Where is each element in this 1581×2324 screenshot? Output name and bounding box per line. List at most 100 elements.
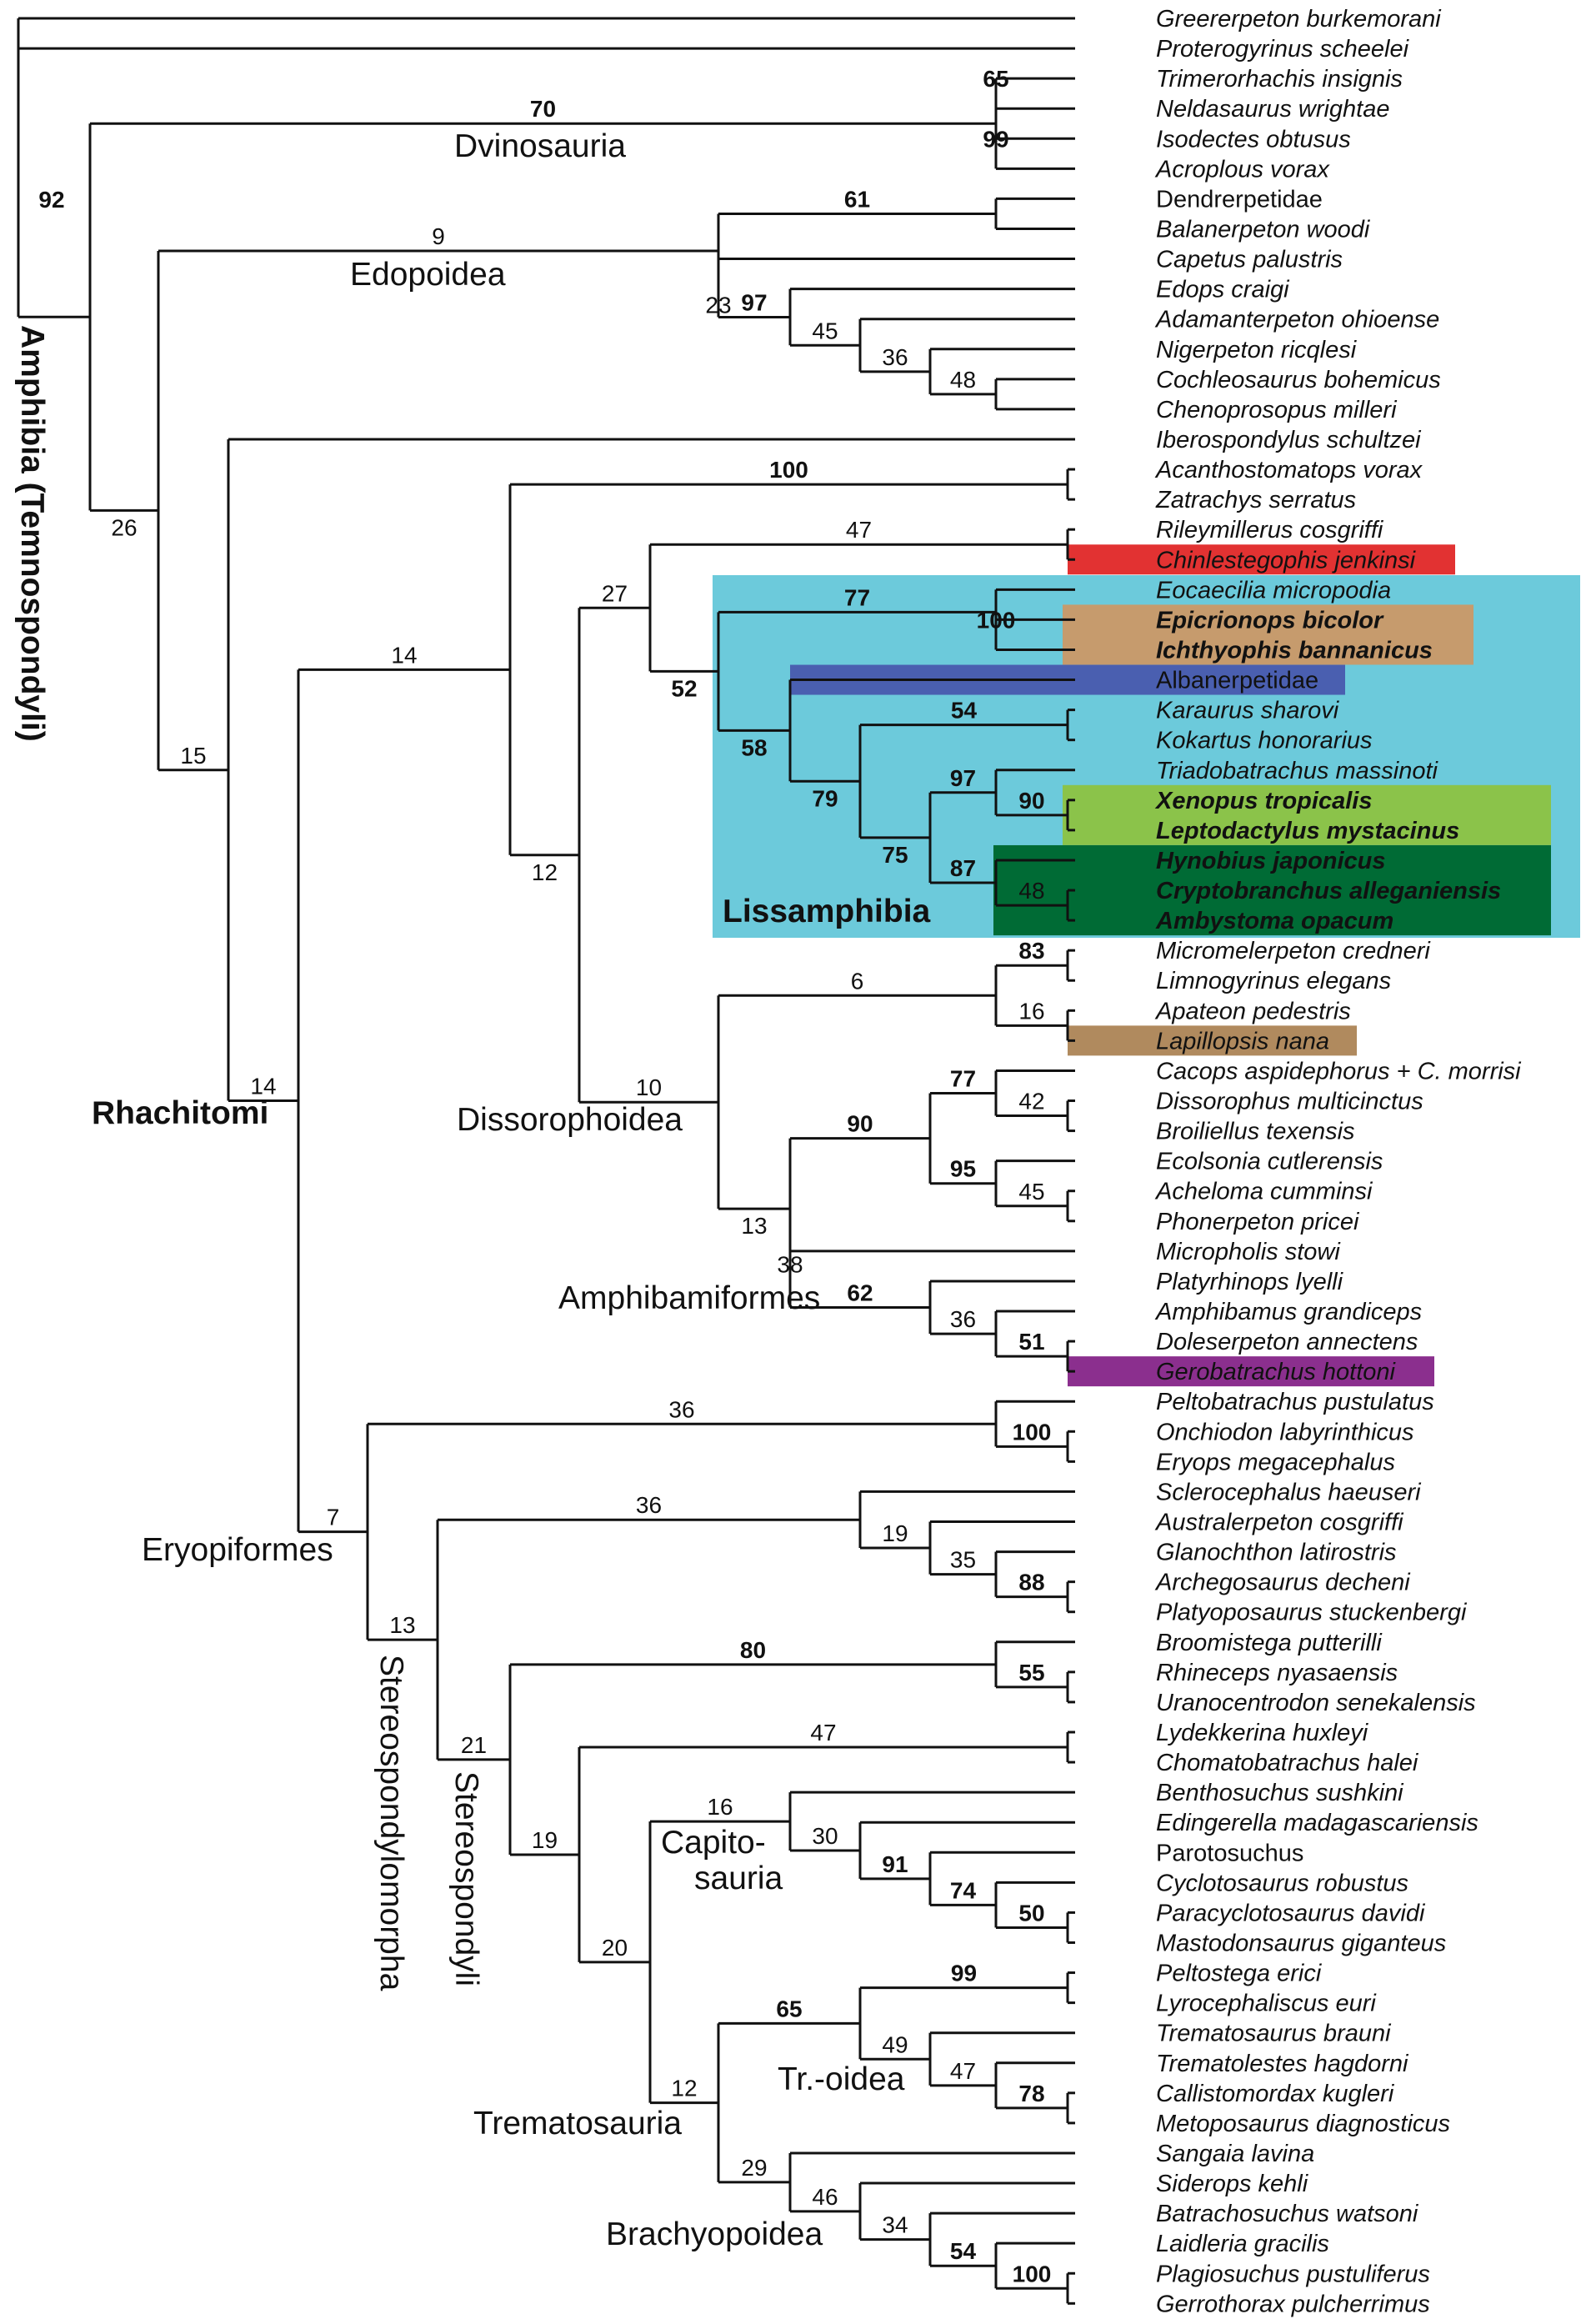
taxon-label: Karaurus sharovi <box>1156 698 1340 724</box>
stereospondyli-label: Stereospondyli <box>448 1771 484 1986</box>
taxon-label: Lyrocephaliscus euri <box>1156 1991 1377 2017</box>
taxon-label: Amphibamus grandiceps <box>1154 1299 1422 1325</box>
taxon-label: Chomatobatrachus halei <box>1156 1750 1419 1776</box>
taxon-label: Chinlestegophis jenkinsi <box>1156 547 1417 573</box>
taxon-label: Triadobatrachus massinoti <box>1156 758 1439 784</box>
support-value: 79 <box>812 785 838 811</box>
support-value: 46 <box>812 2184 838 2210</box>
support-value: 97 <box>741 289 767 315</box>
taxon-label: Zatrachys serratus <box>1155 487 1356 513</box>
capitosauria-label-2: sauria <box>694 1861 783 1896</box>
rhachitomi-label: Rhachitomi <box>92 1095 268 1131</box>
support-value: 27 <box>602 580 628 606</box>
support-value: 75 <box>882 842 908 868</box>
lapillopsis-highlight <box>1068 1025 1357 1056</box>
taxon-label: Mastodonsaurus giganteus <box>1156 1930 1446 1956</box>
taxon-label: Siderops kehli <box>1156 2171 1309 2197</box>
support-value: 65 <box>776 1996 802 2021</box>
support-value: 77 <box>950 1066 976 1092</box>
support-value: 36 <box>668 1396 694 1422</box>
branch-layer <box>17 17 1075 2305</box>
support-value: 16 <box>1018 998 1044 1024</box>
support-value: 91 <box>882 1851 908 1877</box>
taxon-label: Trimerorhachis insignis <box>1156 66 1403 93</box>
taxon-label: Trematolestes hagdorni <box>1156 2051 1409 2077</box>
taxon-label: Lapillopsis nana <box>1156 1028 1329 1054</box>
support-value: 20 <box>602 1935 628 1961</box>
taxon-label: Capetus palustris <box>1156 247 1343 273</box>
taxon-label: Cyclotosaurus robustus <box>1156 1870 1408 1896</box>
support-value: 13 <box>741 1213 767 1239</box>
support-value: 23 <box>705 293 731 318</box>
taxon-label: Parotosuchus <box>1156 1840 1303 1866</box>
taxon-label: Batrachosuchus watsoni <box>1156 2201 1419 2227</box>
support-value: 88 <box>1018 1570 1044 1595</box>
taxon-label: Callistomordax kugleri <box>1156 2081 1395 2107</box>
trematosauroidea-label: Tr.-oidea <box>778 2061 905 2097</box>
support-value: 30 <box>812 1823 838 1849</box>
support-value: 70 <box>530 96 556 122</box>
support-value: 36 <box>950 1306 976 1332</box>
support-value: 14 <box>250 1074 276 1099</box>
taxon-label: Chenoprosopus milleri <box>1156 397 1398 423</box>
support-value: 90 <box>1018 788 1044 814</box>
support-value: 62 <box>847 1280 873 1306</box>
taxon-label: Leptodactylus mystacinus <box>1156 818 1459 844</box>
taxon-label: Greererpeton burkemorani <box>1156 6 1442 33</box>
taxon-label: Balanerpeton woodi <box>1156 216 1371 243</box>
taxon-label: Adamanterpeton ohioense <box>1154 307 1439 333</box>
support-value: 54 <box>950 2238 977 2264</box>
gerobatrachus-highlight <box>1068 1356 1434 1387</box>
highlight-layer <box>713 544 1580 1387</box>
support-value: 48 <box>950 367 976 393</box>
support-value: 50 <box>1018 1900 1044 1926</box>
taxon-label: Glanochthon latirostris <box>1156 1540 1397 1566</box>
taxon-label: Ichthyophis bannanicus <box>1156 637 1433 664</box>
support-value: 48 <box>1018 878 1044 904</box>
taxon-label: Paracyclotosaurus davidi <box>1156 1900 1426 1926</box>
taxon-label: Hynobius japonicus <box>1156 848 1386 874</box>
support-value: 13 <box>389 1612 415 1638</box>
support-value: 51 <box>1018 1329 1044 1355</box>
taxon-label: Epicrionops bicolor <box>1156 607 1384 634</box>
support-value: 74 <box>950 1877 977 1903</box>
taxon-label: Edops craigi <box>1156 277 1290 303</box>
chinlestegophis-highlight <box>1068 544 1455 575</box>
taxon-label: Limnogyrinus elegans <box>1156 968 1391 994</box>
support-value: 12 <box>671 2076 697 2101</box>
taxon-label: Rileymillerus cosgriffi <box>1156 517 1384 543</box>
support-value: 21 <box>461 1732 487 1758</box>
support-value: 10 <box>636 1074 662 1100</box>
support-value: 87 <box>950 855 976 881</box>
support-value: 26 <box>111 514 137 540</box>
taxon-label: Apateon pedestris <box>1154 998 1351 1024</box>
support-value: 54 <box>951 698 978 724</box>
taxon-label: Iberospondylus schultzei <box>1156 427 1422 453</box>
taxon-label: Peltostega erici <box>1156 1961 1323 1987</box>
taxon-label: Acroplous vorax <box>1154 156 1330 183</box>
support-value: 95 <box>950 1156 976 1182</box>
support-value: 100 <box>1013 1419 1052 1445</box>
support-value: 100 <box>769 457 808 483</box>
taxon-label: Trematosaurus brauni <box>1156 2021 1392 2047</box>
taxon-label: Eryops megacephalus <box>1156 1449 1395 1475</box>
support-value: 99 <box>951 1961 977 1986</box>
taxon-label: Phonerpeton pricei <box>1156 1209 1360 1235</box>
taxon-label: Australerpeton cosgriffi <box>1154 1510 1404 1536</box>
taxon-label: Albanerpetidae <box>1156 668 1318 694</box>
support-value: 100 <box>977 607 1016 633</box>
support-value: 58 <box>741 734 767 760</box>
support-value: 14 <box>391 642 417 668</box>
taxon-label: Peltobatrachus pustulatus <box>1156 1389 1434 1415</box>
support-value: 55 <box>1018 1660 1044 1685</box>
taxon-label: Ecolsonia cutlerensis <box>1156 1149 1383 1175</box>
taxon-label: Xenopus tropicalis <box>1154 788 1372 814</box>
support-value: 15 <box>180 743 206 769</box>
caecilian-highlight <box>1063 604 1473 665</box>
support-value: 16 <box>707 1794 733 1820</box>
support-value: 47 <box>846 517 872 543</box>
taxon-label: Plagiosuchus pustuliferus <box>1156 2261 1430 2287</box>
support-value: 78 <box>1018 2081 1044 2106</box>
support-value: 80 <box>740 1637 766 1663</box>
taxon-label: Lydekkerina huxleyi <box>1156 1720 1369 1746</box>
